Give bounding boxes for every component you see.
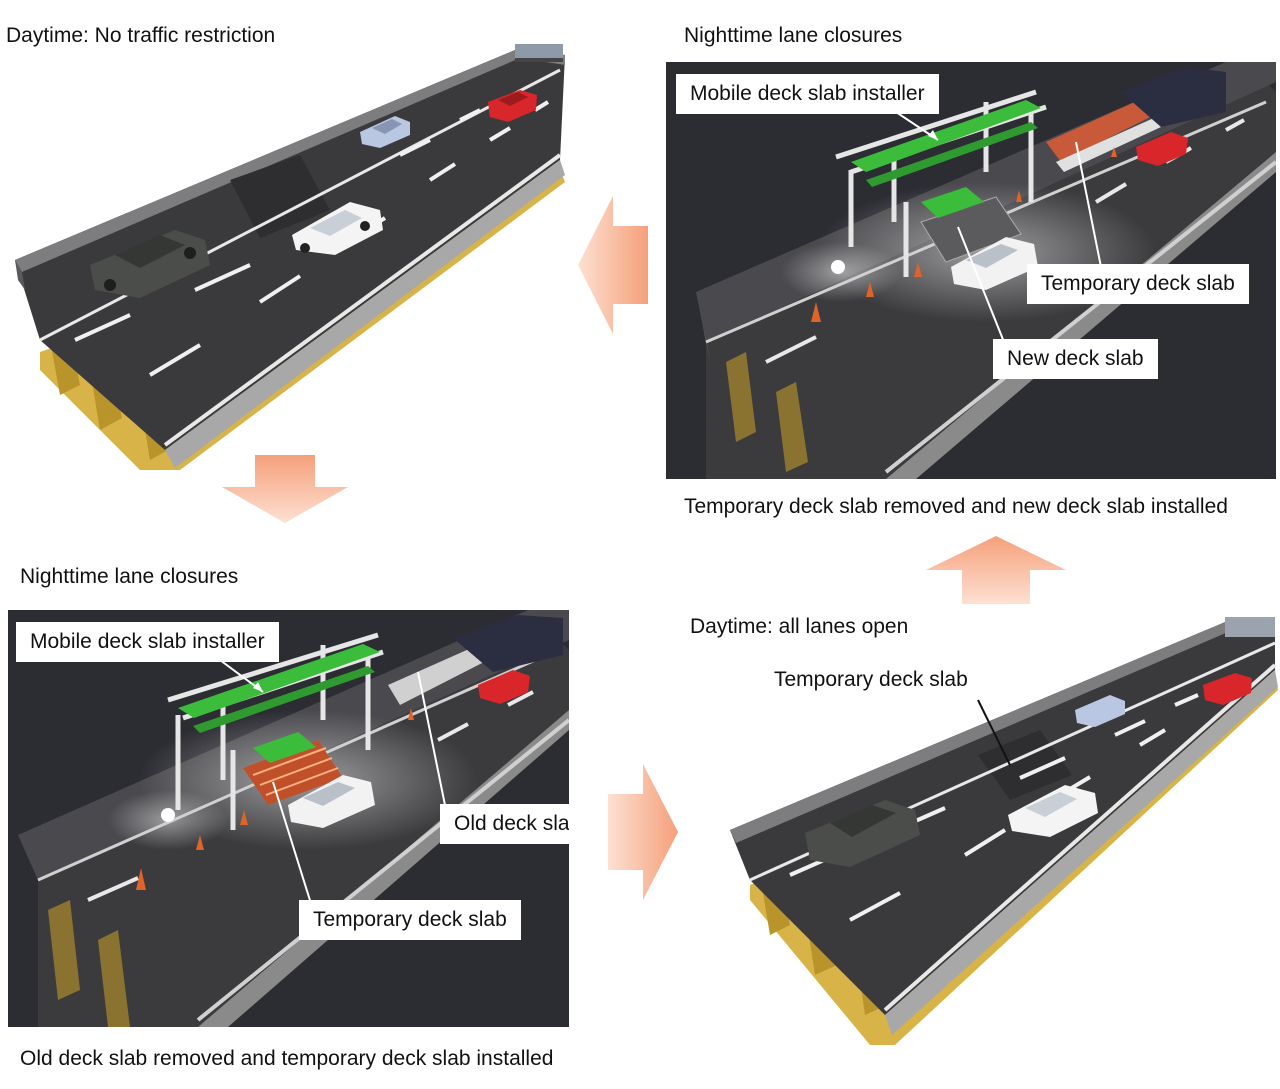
- car-dark: [90, 230, 210, 298]
- step-night-replace-result: Temporary deck slab removed and new deck…: [684, 495, 1228, 518]
- illustration-night-remove: Mobile deck slab installer Old deck slab…: [8, 610, 569, 1027]
- car-white: [1008, 785, 1098, 837]
- cone-icon: [136, 708, 414, 890]
- callout-temporary-slab: Temporary deck slab: [299, 900, 521, 940]
- car-red-night: [478, 670, 530, 704]
- cone-icon: [811, 147, 1117, 322]
- illustration-daytime-open: Temporary deck slab: [720, 615, 1280, 1045]
- car-light-blue: [360, 116, 410, 148]
- car-light-blue: [1075, 695, 1125, 727]
- callout-temporary-slab: Temporary deck slab: [774, 668, 968, 691]
- block-arrow-icon: [578, 196, 648, 334]
- step-night-remove-title: Nighttime lane closures: [20, 565, 239, 588]
- callout-mobile-installer: Mobile deck slab installer: [16, 622, 279, 662]
- block-arrow-icon: [608, 764, 678, 900]
- car-white: [292, 202, 383, 255]
- car-dark: [805, 800, 920, 867]
- callout-mobile-installer: Mobile deck slab installer: [676, 74, 939, 114]
- car-red-night: [1136, 132, 1188, 166]
- block-arrow-icon: [222, 455, 348, 523]
- callout-new-slab: New deck slab: [993, 339, 1158, 379]
- illustration-daytime-before: [0, 40, 580, 470]
- step-night-replace-title: Nighttime lane closures: [684, 24, 903, 47]
- step-daytime-open-title: Daytime: all lanes open: [690, 615, 909, 638]
- block-arrow-icon: [926, 536, 1066, 604]
- car-red: [1203, 673, 1252, 705]
- callout-temporary-slab: Temporary deck slab: [1027, 264, 1249, 304]
- step-night-remove-result: Old deck slab removed and temporary deck…: [20, 1047, 554, 1070]
- illustration-night-replace: Mobile deck slab installer Temporary dec…: [666, 62, 1276, 479]
- bridge-road-day-before: [15, 44, 565, 470]
- truck-distant: [1225, 617, 1275, 637]
- truck-distant: [515, 44, 563, 62]
- car-red: [488, 90, 537, 122]
- floodlight-icon: [831, 260, 845, 274]
- callout-old-slab: Old deck slab: [440, 804, 569, 844]
- floodlight-icon: [161, 808, 175, 822]
- step-daytime-before-title: Daytime: No traffic restriction: [6, 24, 276, 47]
